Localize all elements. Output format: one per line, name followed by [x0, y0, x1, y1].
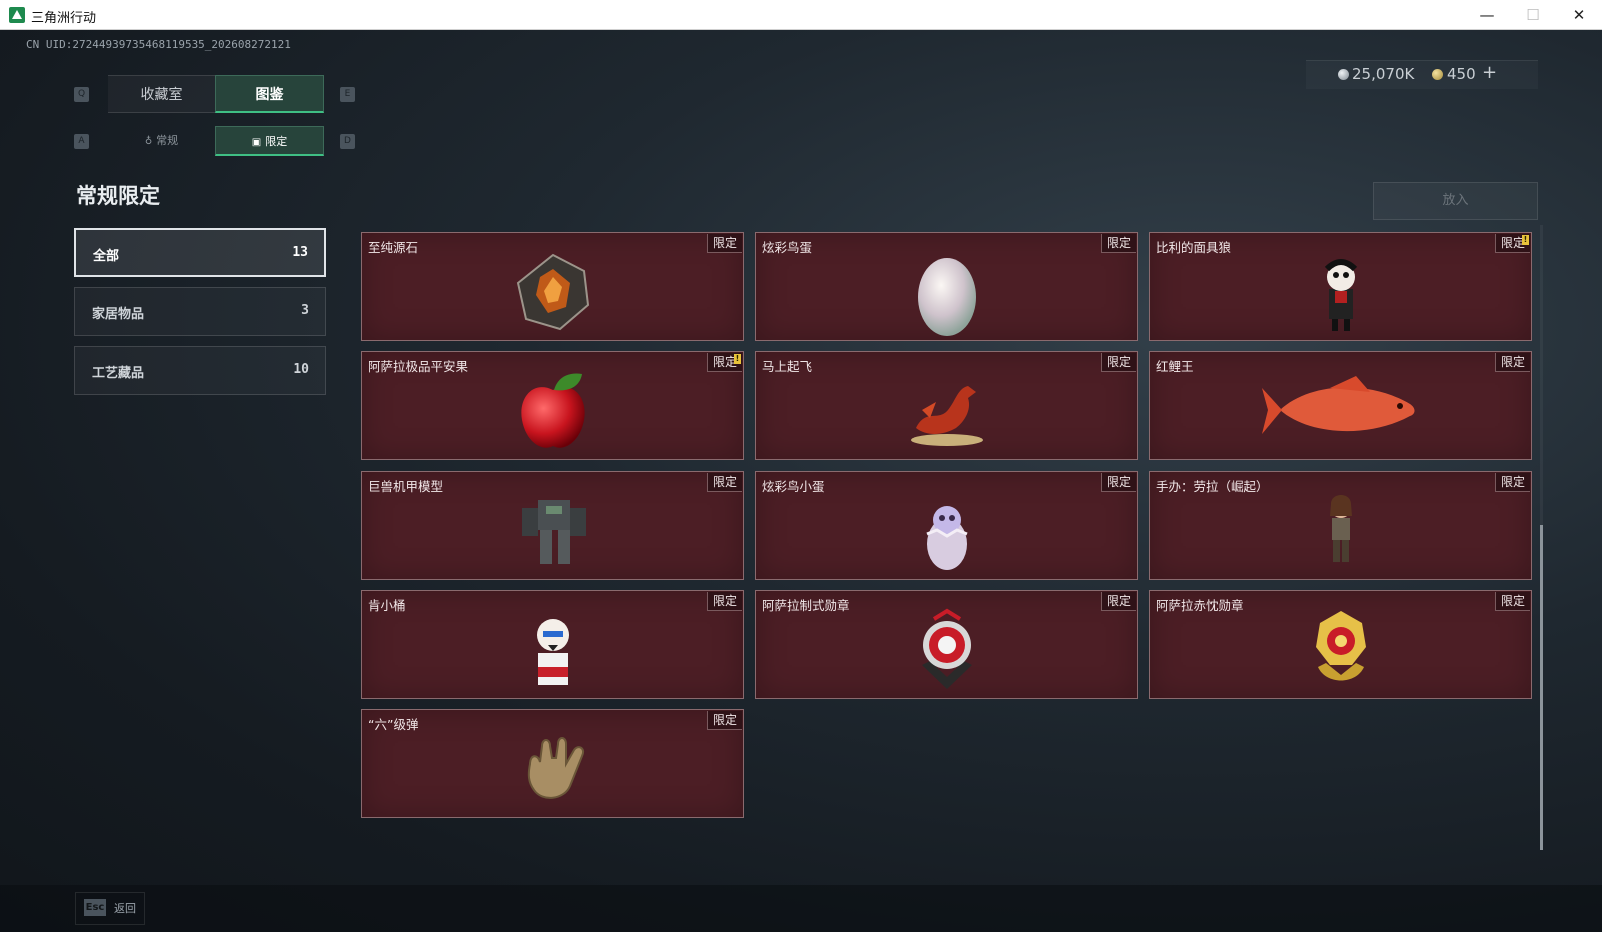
item-name: 阿萨拉赤忱勋章	[1156, 598, 1244, 613]
esc-key-hint: Esc	[84, 899, 106, 916]
flask-icon: ♁	[144, 136, 153, 147]
limited-badge: 限定	[706, 711, 742, 730]
item-card[interactable]: 阿萨拉制式勋章 限定	[755, 590, 1138, 699]
item-name: “六”级弹	[368, 717, 419, 732]
back-button[interactable]	[75, 892, 145, 925]
hatching-egg-icon	[925, 506, 968, 570]
limited-badge: 限定	[1494, 473, 1530, 492]
minimize-icon[interactable]: —	[1479, 6, 1495, 24]
figurine-icon	[1329, 495, 1352, 562]
medal-gold-icon	[1315, 611, 1366, 681]
limited-badge: 限定	[1494, 234, 1530, 253]
item-card[interactable]: 炫彩鸟小蛋 限定	[755, 471, 1138, 580]
subtab-normal-label: 常规	[156, 134, 179, 147]
place-button[interactable]: 放入	[1373, 182, 1538, 220]
apple-icon	[520, 373, 585, 448]
key-hint-e: E	[340, 87, 355, 102]
limited-badge: 限定	[1100, 592, 1136, 611]
close-icon[interactable]: ✕	[1572, 6, 1586, 24]
item-card[interactable]: “六”级弹 限定	[361, 709, 744, 818]
limited-badge: 限定	[706, 592, 742, 611]
key-hint-a: A	[74, 134, 89, 149]
key-hint-q: Q	[74, 87, 89, 102]
bottom-bar	[0, 885, 1602, 932]
maximize-icon[interactable]: ☐	[1526, 6, 1540, 24]
subtab-normal[interactable]: ♁常规	[108, 126, 215, 156]
horse-statue-icon	[910, 386, 983, 446]
silver-coin-icon	[1338, 69, 1349, 80]
category-label: 全部	[93, 249, 120, 264]
item-name: 阿萨拉制式勋章	[762, 598, 850, 613]
item-name: 比利的面具狼	[1156, 240, 1232, 255]
limited-badge: 限定	[706, 473, 742, 492]
alert-icon: !	[734, 354, 741, 364]
category-label: 工艺藏品	[92, 366, 145, 381]
tab-collection-room[interactable]: 收藏室	[108, 75, 215, 113]
item-name: 至纯源石	[368, 240, 419, 255]
gold-amount: 450	[1447, 65, 1476, 83]
limited-badge: 限定	[1100, 353, 1136, 372]
currency-panel: 25,070K 450 +	[1306, 60, 1538, 89]
limited-badge: 限定	[1100, 473, 1136, 492]
item-card[interactable]: 至纯源石 限定	[361, 232, 744, 341]
item-card[interactable]: 炫彩鸟蛋 限定	[755, 232, 1138, 341]
grid-scrollbar[interactable]	[1540, 225, 1543, 850]
alert-icon: !	[1522, 235, 1529, 245]
tab-codex[interactable]: 图鉴	[215, 75, 324, 113]
clown-doll-icon	[1324, 259, 1357, 331]
item-name: 马上起飞	[762, 359, 813, 374]
silver-amount: 25,070K	[1352, 65, 1415, 83]
item-name: 炫彩鸟蛋	[762, 240, 813, 255]
item-name: 阿萨拉极品平安果	[368, 359, 469, 374]
item-card[interactable]: 红鲤王 限定	[1149, 351, 1532, 460]
limited-badge: 限定	[706, 353, 742, 372]
mech-model-icon	[521, 500, 586, 564]
category-home-items[interactable]: 家居物品 3	[74, 287, 326, 336]
item-card[interactable]: 巨兽机甲模型 限定	[361, 471, 744, 580]
item-card[interactable]: 肯小桶 限定	[361, 590, 744, 699]
carp-fish-icon	[1262, 376, 1415, 434]
limited-badge: 限定	[706, 234, 742, 253]
item-card[interactable]: 手办：劳拉（崛起） 限定	[1149, 471, 1532, 580]
scrollbar-thumb[interactable]	[1540, 525, 1543, 850]
limited-badge: 限定	[1494, 592, 1530, 611]
back-label: 返回	[114, 902, 136, 915]
item-name: 巨兽机甲模型	[368, 479, 444, 494]
item-card[interactable]: 阿萨拉赤忱勋章 限定	[1149, 590, 1532, 699]
key-hint-d: D	[340, 134, 355, 149]
window-titlebar: 三角洲行动 — ☐ ✕	[0, 0, 1602, 30]
category-count: 3	[301, 303, 309, 318]
item-card[interactable]: 马上起飞 限定	[755, 351, 1138, 460]
add-currency-button[interactable]: +	[1482, 62, 1498, 83]
limited-badge: 限定	[1494, 353, 1530, 372]
category-count: 10	[293, 362, 309, 377]
category-all[interactable]: 全部 13	[74, 228, 326, 277]
window-title: 三角洲行动	[31, 11, 97, 26]
egg-icon	[917, 258, 976, 336]
category-label: 家居物品	[92, 307, 145, 322]
crystal-gem-icon	[516, 253, 589, 331]
medal-red-icon	[921, 608, 972, 689]
image-icon: ▣	[251, 137, 262, 148]
gold-coin-icon	[1432, 69, 1443, 80]
item-name: 炫彩鸟小蛋	[762, 479, 825, 494]
limited-badge: 限定	[1100, 234, 1136, 253]
player-uid: CN UID:27244939735468119535_202608272121	[26, 38, 291, 51]
colonel-figure-icon	[536, 619, 569, 685]
item-name: 手办：劳拉（崛起）	[1156, 479, 1269, 494]
subtab-limited-label: 限定	[265, 135, 288, 148]
category-count: 13	[292, 245, 308, 260]
item-card[interactable]: 比利的面具狼 限定 !	[1149, 232, 1532, 341]
page-title: 常规限定	[76, 184, 160, 208]
category-crafts[interactable]: 工艺藏品 10	[74, 346, 326, 395]
item-name: 肯小桶	[368, 598, 406, 613]
subtab-limited[interactable]: ▣限定	[215, 126, 324, 156]
app-logo-icon	[9, 7, 25, 23]
hand-gesture-icon	[527, 737, 584, 799]
item-card[interactable]: 阿萨拉极品平安果 限定 !	[361, 351, 744, 460]
item-name: 红鲤王	[1156, 359, 1194, 374]
